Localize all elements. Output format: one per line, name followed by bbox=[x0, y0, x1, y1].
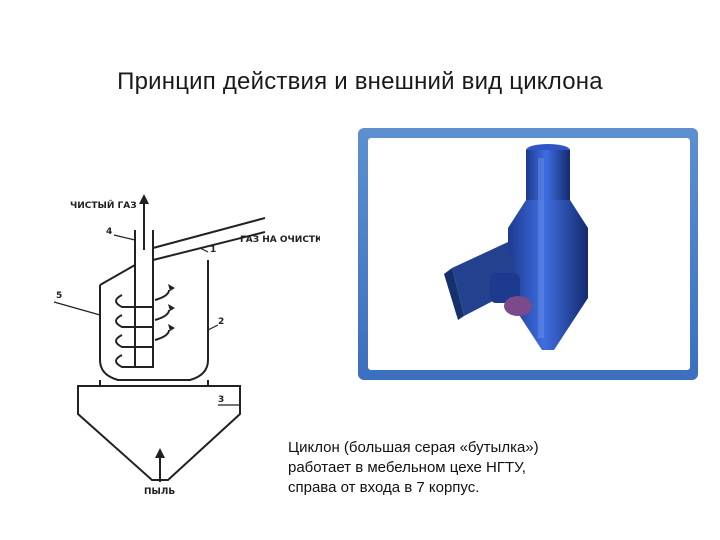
swirl-arrow bbox=[115, 334, 152, 348]
cyclone-photo bbox=[368, 138, 690, 370]
number-label: 2 bbox=[218, 317, 224, 327]
swirl-arrow bbox=[115, 314, 152, 328]
number-label: 5 bbox=[56, 291, 62, 301]
cyclone-illustration bbox=[444, 144, 588, 350]
arrowhead-up-dust bbox=[155, 448, 165, 458]
dust-bunker bbox=[77, 385, 241, 481]
cyclone-schematic: ЧИСТЫЙ ГАЗ ГАЗ НА ОЧИСТКУ ПЫЛЬ 4 1 2 3 5 bbox=[53, 194, 320, 497]
caption-line-2: работает в мебельном цехе НГТУ, bbox=[288, 459, 526, 476]
number-label: 3 bbox=[218, 395, 224, 405]
label-dust: ПЫЛЬ bbox=[144, 487, 175, 497]
cyclone-body-outline bbox=[99, 260, 209, 381]
caption-line-1: Циклон (большая серая «бутылка») bbox=[288, 439, 539, 456]
inlet-duct-bottom bbox=[152, 231, 266, 261]
swirl-arrow bbox=[154, 309, 170, 321]
arrowhead-up bbox=[139, 194, 149, 204]
number-label: 4 bbox=[106, 227, 112, 237]
cyclone-inlet-housing bbox=[452, 242, 518, 316]
inlet-duct-top bbox=[152, 217, 266, 249]
swirl-arrow bbox=[154, 289, 170, 301]
cyclone-shoulder bbox=[508, 200, 588, 228]
caption-line-3: справа от входа в 7 корпус. bbox=[288, 479, 480, 496]
swirl-arrow bbox=[115, 294, 152, 308]
swirl-arrow bbox=[115, 354, 152, 368]
number-label: 1 bbox=[210, 245, 216, 255]
cyclone-top-left bbox=[99, 264, 136, 286]
cyclone-upper-pipe bbox=[526, 150, 570, 200]
slide-title: Принцип действия и внешний вид циклона bbox=[117, 68, 603, 95]
label-gas-to-cleaning: ГАЗ НА ОЧИСТКУ bbox=[240, 235, 320, 245]
label-clean-gas: ЧИСТЫЙ ГАЗ bbox=[70, 199, 137, 211]
cyclone-photo-frame bbox=[358, 128, 698, 380]
photo-caption: Циклон (большая серая «бутылка») работае… bbox=[288, 438, 688, 498]
cyclone-main-body bbox=[508, 228, 588, 298]
fan-housing bbox=[490, 273, 520, 303]
cyclone-outlet bbox=[504, 296, 532, 316]
swirl-arrow bbox=[154, 329, 170, 341]
